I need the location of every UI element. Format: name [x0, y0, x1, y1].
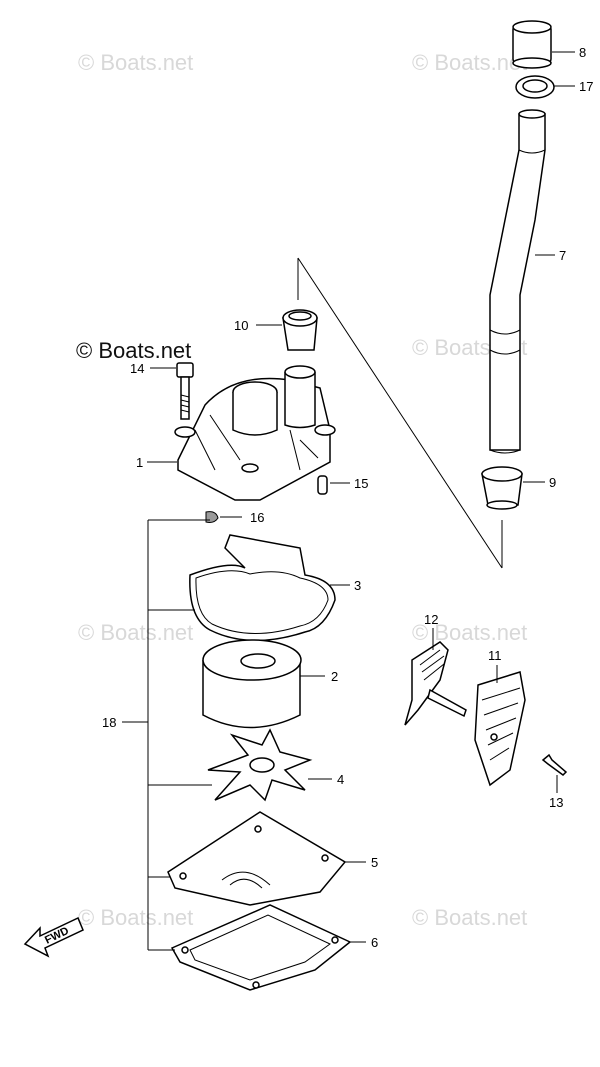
brand-mark: © Boats.net: [76, 338, 191, 363]
watermark-6: © Boats.net: [78, 905, 193, 930]
part-17-seal-ring: [515, 75, 555, 99]
part-14-bolt: [176, 362, 194, 420]
part-4-impeller: [207, 728, 313, 802]
part-2-liner: [202, 639, 302, 729]
callout-2: 2: [331, 669, 338, 684]
callout-7: 7: [559, 248, 566, 263]
reference-line: [297, 257, 503, 569]
part-8-grommet: [512, 20, 552, 69]
part-13-screw: [541, 753, 568, 776]
part-5-plate: [167, 811, 347, 906]
callout-4: 4: [337, 772, 344, 787]
callout-labels: 1 2 3 4 5 6 7 8 9 10 11 12 13 14 15 16 1…: [102, 45, 593, 950]
part-10-collar: [282, 309, 318, 351]
callout-10: 10: [234, 318, 248, 333]
part-16-key: [205, 511, 219, 523]
callout-11: 11: [488, 648, 502, 663]
callout-9: 9: [549, 475, 556, 490]
callout-15: 15: [354, 476, 368, 491]
watermark-5: © Boats.net: [412, 620, 527, 645]
leader-lines: [122, 51, 575, 951]
callout-16: 16: [250, 510, 264, 525]
fwd-label: FWD: [43, 925, 71, 947]
callout-17: 17: [579, 79, 593, 94]
part-3-gasket: [189, 534, 336, 642]
callout-6: 6: [371, 935, 378, 950]
callout-13: 13: [549, 795, 563, 810]
callout-5: 5: [371, 855, 378, 870]
callout-1: 1: [136, 455, 143, 470]
watermark-7: © Boats.net: [412, 905, 527, 930]
part-9-grommet: [481, 466, 523, 510]
part-6-lower-gasket: [170, 904, 352, 991]
callout-14: 14: [130, 361, 144, 376]
part-15-dowel-pin: [317, 475, 328, 495]
callout-8: 8: [579, 45, 586, 60]
part-7-water-tube: [489, 109, 546, 454]
watermark-1: © Boats.net: [78, 50, 193, 75]
part-11-cover-plate: [474, 671, 526, 787]
callout-18: 18: [102, 715, 116, 730]
part-12-lever: [404, 641, 467, 726]
part-1-pump-case: [174, 365, 336, 501]
watermarks: © Boats.net © Boats.net © Boats.net © Bo…: [78, 50, 527, 930]
callout-12: 12: [424, 612, 438, 627]
callout-3: 3: [354, 578, 361, 593]
watermark-4: © Boats.net: [78, 620, 193, 645]
watermark-2: © Boats.net: [412, 50, 527, 75]
fwd-arrow-icon: FWD: [23, 916, 84, 958]
